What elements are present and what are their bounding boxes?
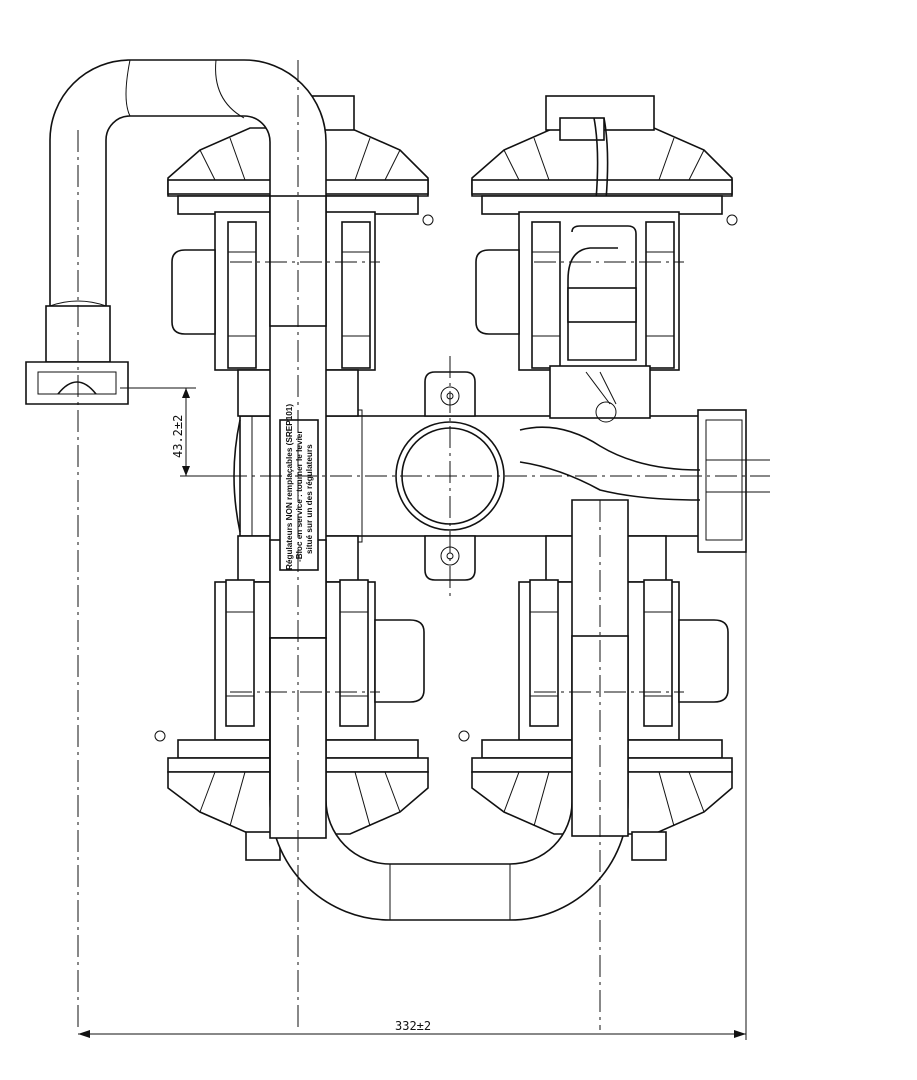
- dimension-offset: 43.2±2: [120, 387, 240, 477]
- center-lines: [77, 60, 770, 1030]
- regulator-top-right: [471, 95, 738, 423]
- label-line-3: situé sur un des régulateurs: [305, 444, 314, 554]
- inlet-fitting: [25, 361, 129, 405]
- width-dimension-label: 332±2: [395, 1019, 431, 1033]
- label-line-2: -Bloc en service : tourner le levier: [295, 430, 304, 562]
- offset-dimension-label: 43.2±2: [171, 415, 185, 458]
- label-plate: Régulateurs NON remplaçables (SREP101) -…: [279, 404, 319, 571]
- central-port: [395, 421, 505, 531]
- dimension-width: 332±2: [78, 500, 747, 1040]
- label-line-1: Régulateurs NON remplaçables (SREP101): [285, 404, 294, 570]
